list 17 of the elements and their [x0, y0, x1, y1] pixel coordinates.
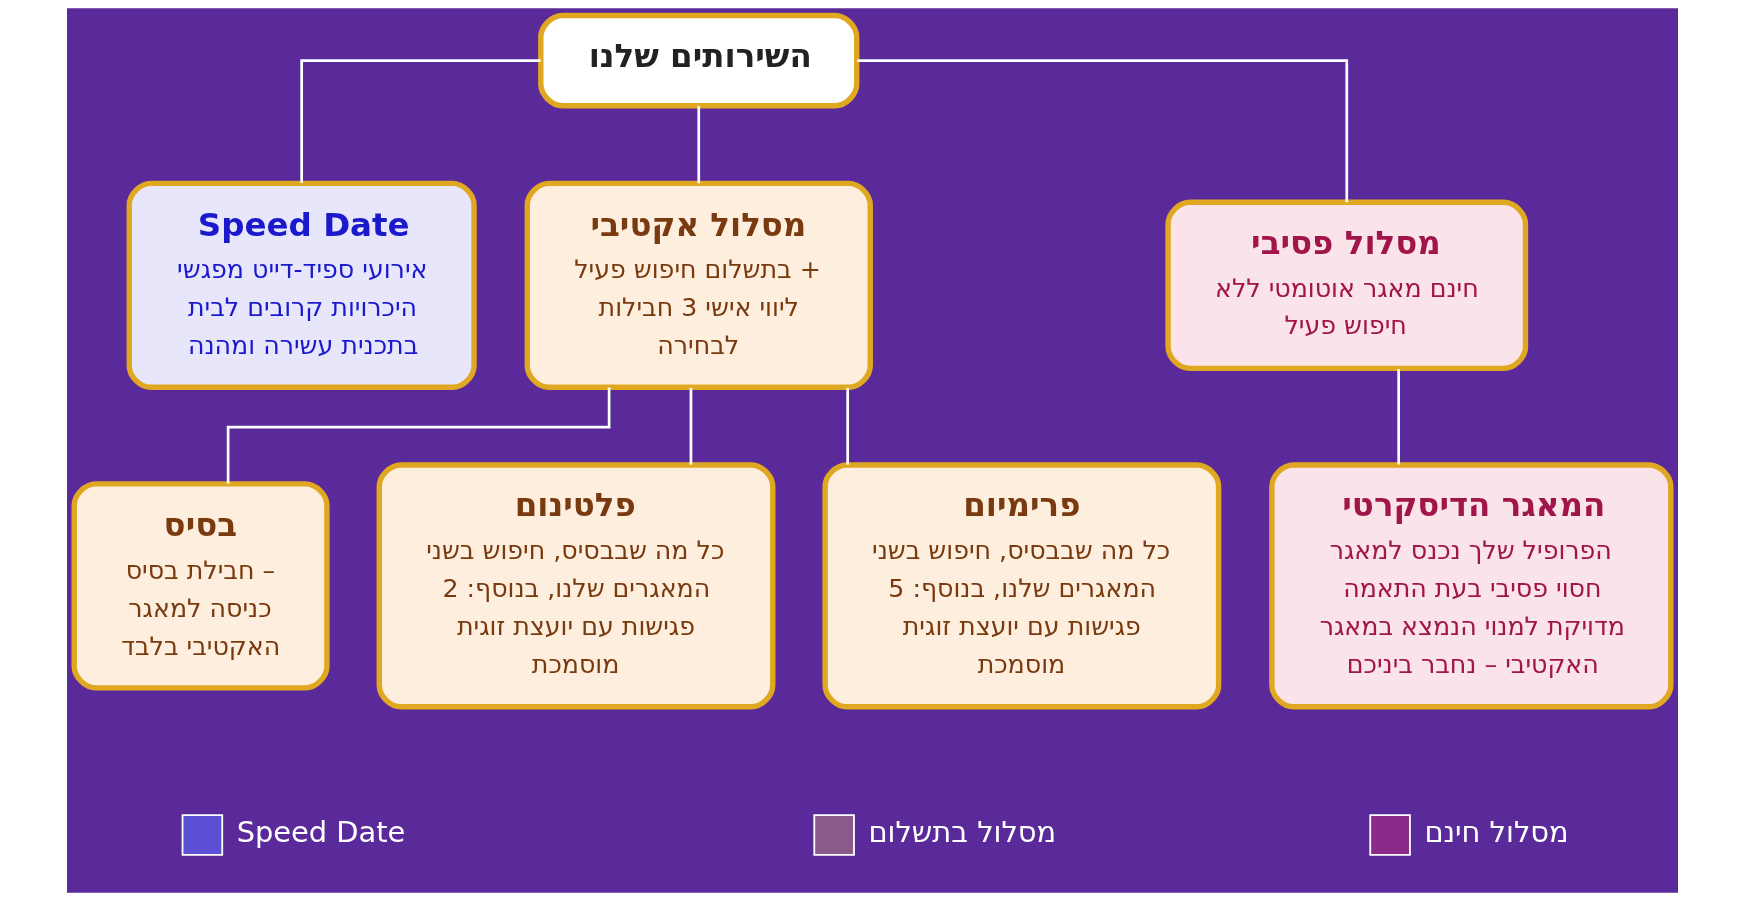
node-box: פלטינום כל מה שבבסיס, חיפוש בשני המאגרים שלנו, בנוסף: 2 פגישות עם יועצת זוגית מוסמכת — [376, 462, 776, 710]
legend-label: Speed Date — [236, 814, 406, 849]
node-box: מסלול פסיבי חינם מאגר אוטומטי ללא חיפוש פעיל — [1165, 199, 1529, 372]
node-box: המאגר הדיסקרטי הפרופיל שלך נכנס למאגר חסוי פסיבי בעת התאמה מדויקת למנוי הנמצא במאגר האקטיבי – נחבר ביניכם — [1269, 462, 1674, 710]
legend-label: מסלול בתשלום — [868, 814, 1057, 849]
connector — [300, 59, 541, 183]
legend-label: מסלול חינם — [1424, 814, 1569, 849]
connector — [226, 387, 611, 484]
node-box: בסיס חבילת בסיס – כניסה למאגר האקטיבי בלבד — [71, 481, 330, 691]
connector — [846, 387, 850, 465]
connector — [1397, 369, 1401, 465]
connector — [857, 59, 1349, 203]
node-box: השירותים שלנו — [538, 12, 860, 109]
node-box: פרימיום כל מה שבבסיס, חיפוש בשני המאגרים שלנו, בנוסף: 5 פגישות עם יועצת זוגית מוסמכת — [822, 462, 1222, 710]
connector — [697, 106, 701, 184]
node-box: מסלול אקטיבי בתשלום חיפוש פעיל + ליווי אישי 3 חבילות לבחירה — [524, 180, 873, 391]
connector — [689, 387, 693, 465]
